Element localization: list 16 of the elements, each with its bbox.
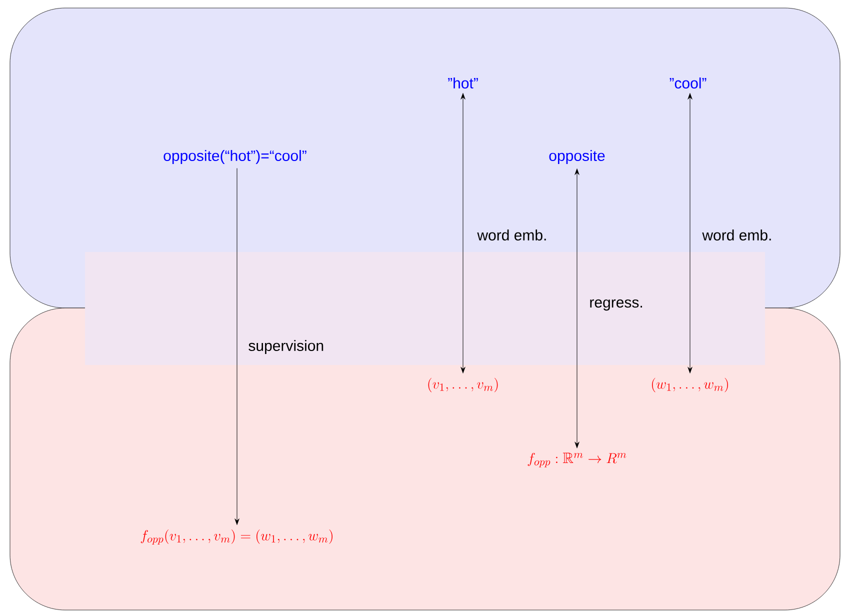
edge-label: word emb.: [702, 230, 771, 240]
arrow: [688, 93, 692, 374]
node-label: $f_{opp}(v_1,\dots,v_m)=(w_1,\dots,w_m)$: [140, 529, 332, 545]
edge-label: supervision: [248, 340, 324, 354]
edge-label: regress.: [590, 299, 642, 311]
node-label: $f_{opp}:\mathbb{R}^m\to R^m$: [528, 452, 626, 468]
node-label: $(v_1,\dots,v_m)$: [428, 378, 498, 392]
node-label: $(w_1,\dots,w_m)$: [652, 378, 728, 392]
edge-label: word emb.: [477, 230, 546, 240]
node-label: ”cool”: [670, 78, 706, 88]
arrow: [574, 168, 580, 448]
arrow: [460, 93, 466, 374]
node-label: ”hot”: [448, 78, 478, 88]
arrow: [234, 168, 240, 525]
node-label: opposite: [549, 150, 605, 164]
node-label: opposite(“hot”)=“cool”: [164, 150, 306, 164]
